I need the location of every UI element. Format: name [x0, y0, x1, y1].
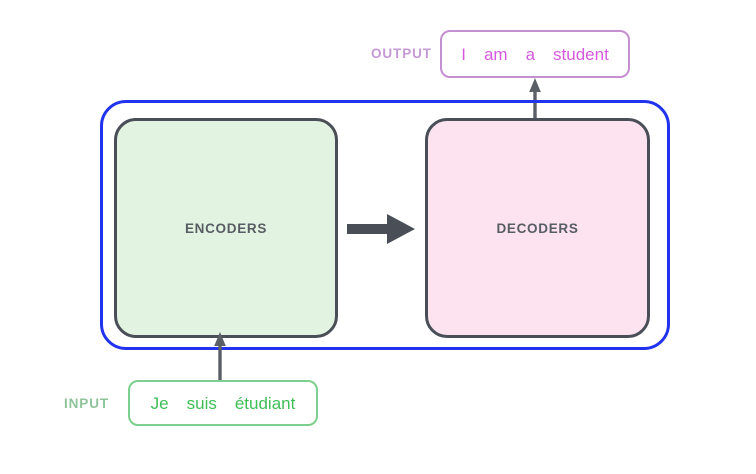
input-token: suis [186, 393, 217, 413]
input-token: Je [150, 393, 169, 413]
input-token-box: Je suis étudiant [128, 380, 318, 426]
output-label: OUTPUT [371, 46, 432, 61]
encoders-block: ENCODERS [114, 118, 338, 338]
decoders-block: DECODERS [425, 118, 650, 338]
encoders-label: ENCODERS [184, 220, 268, 236]
output-token: I [461, 44, 466, 64]
transformer-container [100, 100, 670, 350]
input-token: étudiant [234, 393, 296, 413]
input-label: INPUT [64, 396, 109, 411]
arrow-up-icon-decoder-to-output [529, 78, 541, 122]
output-token-box: I am a student [440, 30, 630, 78]
arrow-up-icon-input-to-encoder [214, 332, 226, 382]
decoders-label: DECODERS [496, 220, 579, 236]
arrow-right-icon-encoder-to-decoder [347, 214, 415, 244]
output-token: student [553, 44, 609, 64]
output-token: a [525, 44, 536, 64]
output-token: am [483, 44, 508, 64]
